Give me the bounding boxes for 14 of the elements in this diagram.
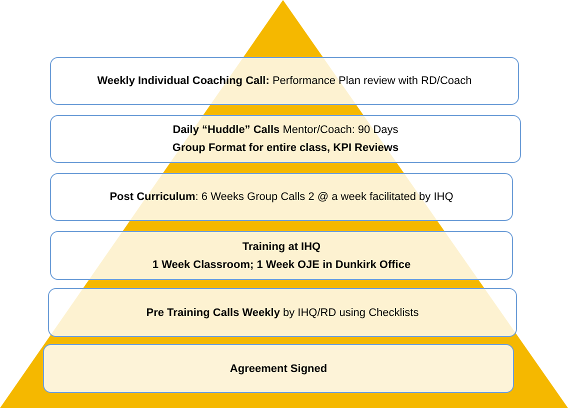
tier-text: 1 Week Classroom; 1 Week OJE in Dunkirk Office <box>152 258 411 270</box>
tier-box <box>50 231 513 280</box>
tier-box <box>50 173 513 221</box>
tier-text: Agreement Signed <box>230 362 328 374</box>
tier-text: Training at IHQ <box>242 240 321 252</box>
tier-text: Post Curriculum: 6 Weeks Group Calls 2 @ a week facilitated by IHQ <box>110 191 454 203</box>
tier-box <box>48 288 517 337</box>
tier-text: Group Format for entire class, KPI Reviews <box>172 142 399 154</box>
tier-text: Pre Training Calls Weekly by IHQ/RD using Checklists <box>146 306 419 318</box>
tier-box <box>50 57 519 105</box>
tier-box <box>43 344 514 393</box>
tier-box <box>50 115 521 163</box>
tier-text: Weekly Individual Coaching Call: Performance Plan review with RD/Coach <box>97 75 472 87</box>
tier-text: Daily “Huddle” Calls Mentor/Coach: 90 Days <box>172 124 398 136</box>
